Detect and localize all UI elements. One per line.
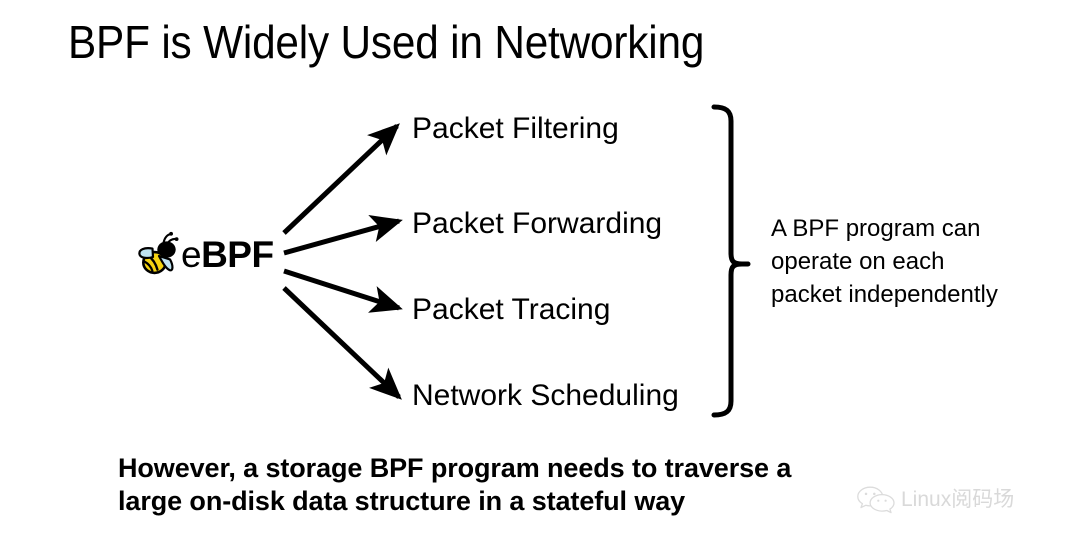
- branch-label-packet-filtering: Packet Filtering: [412, 112, 619, 145]
- brace-note-line-3: packet independently: [771, 281, 998, 308]
- branch-label-packet-tracing: Packet Tracing: [412, 293, 611, 326]
- arrow-to-network-scheduling: [282, 286, 402, 400]
- ebpf-wordmark-prefix: e: [181, 234, 202, 275]
- ebpf-wordmark: eBPF: [181, 235, 274, 275]
- branch-label-packet-forwarding: Packet Forwarding: [412, 207, 663, 240]
- ebpf-wordmark-suffix: BPF: [201, 234, 274, 275]
- bee-icon: [138, 231, 179, 275]
- branch-label-network-scheduling: Network Scheduling: [412, 379, 679, 412]
- bottom-caption-line-2: large on-disk data structure in a statef…: [118, 486, 686, 516]
- arrow-to-packet-tracing: [283, 268, 403, 313]
- brace-note-line-2: operate on each: [771, 248, 945, 275]
- wechat-icon: [857, 486, 895, 514]
- page-title: BPF is Widely Used in Networking: [68, 16, 705, 68]
- grouping-brace: [711, 104, 751, 418]
- arrow-to-packet-filtering: [282, 123, 400, 235]
- brace-note: A BPF program can operate on each packet…: [771, 212, 1051, 311]
- ebpf-logo: eBPF: [136, 231, 274, 279]
- brace-note-line-1: A BPF program can: [771, 215, 981, 242]
- bottom-caption: However, a storage BPF program needs to …: [118, 452, 978, 518]
- bottom-caption-line-1: However, a storage BPF program needs to …: [118, 453, 792, 483]
- watermark: Linux阅码场: [856, 485, 1014, 515]
- arrow-to-packet-forwarding: [283, 215, 403, 256]
- watermark-text: Linux阅码场: [901, 488, 1015, 511]
